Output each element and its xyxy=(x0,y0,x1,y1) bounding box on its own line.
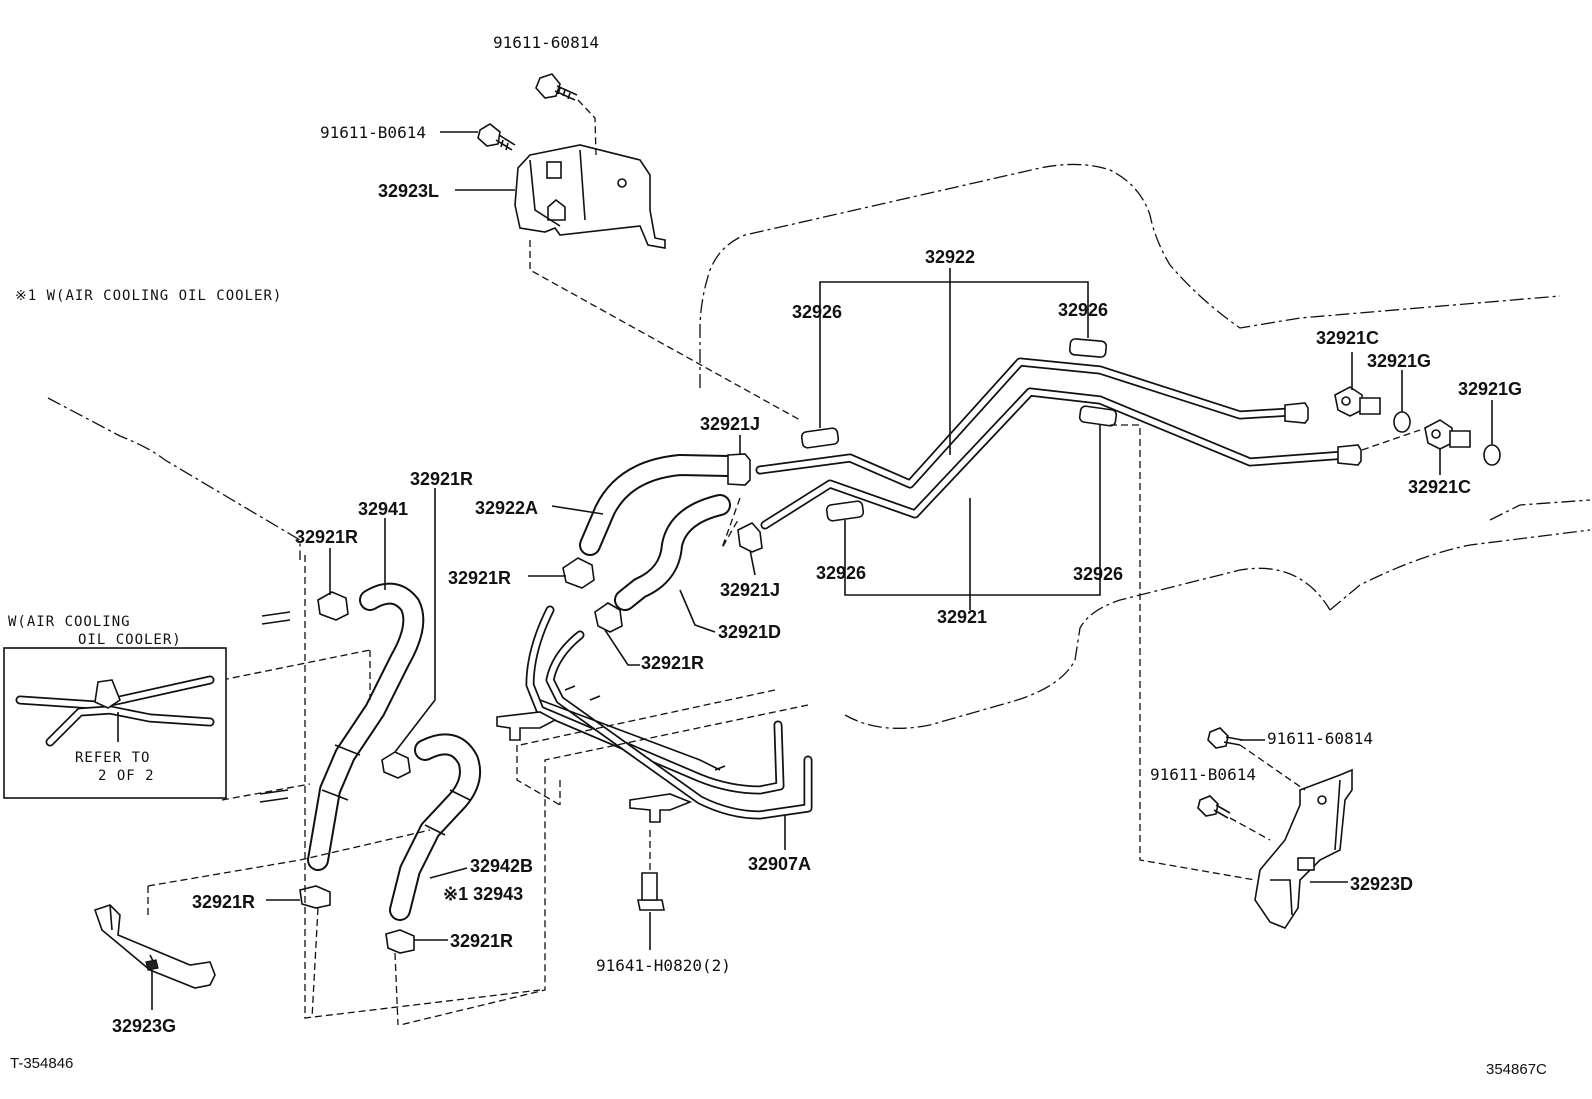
label-inset-title-2: OIL COOLER) xyxy=(78,632,182,648)
clamp-32921r-bottom-left xyxy=(299,885,331,909)
bracket-32921 xyxy=(844,425,1101,610)
label-hose-32943: ※1 32943 xyxy=(443,884,523,904)
label-hose-32942b: 32942B xyxy=(470,856,533,876)
label-clamp-32921j-bottom: 32921J xyxy=(720,580,780,600)
label-grommet-32926-d: 32926 xyxy=(816,563,866,583)
grommet-32926-d xyxy=(825,500,865,522)
label-bolt-60814-right: 91611-60814 xyxy=(1267,729,1373,748)
gasket-32921g-b xyxy=(1483,444,1501,466)
label-clamp-32921j-top: 32921J xyxy=(700,414,760,434)
bolt-60814-right xyxy=(1207,727,1243,749)
leader-clamp-j xyxy=(721,497,741,549)
label-tube-32921: 32921 xyxy=(937,607,987,627)
hose-32922a xyxy=(579,454,739,556)
label-pipe-32907a: 32907A xyxy=(748,854,811,874)
bolt-h0820 xyxy=(637,872,665,911)
leader-32921d xyxy=(679,589,716,633)
tube-32921 xyxy=(760,387,1362,530)
clamp-32921j-bottom xyxy=(737,522,763,553)
bolt-b0614-right xyxy=(1197,795,1231,819)
dash-rail-outline xyxy=(399,689,809,1026)
leader-32921j-bottom xyxy=(749,549,756,576)
clamp-32921j-top xyxy=(727,453,751,486)
label-bracket-32923g: 32923G xyxy=(112,1016,176,1036)
leader-32921r-lower-mid xyxy=(604,629,640,666)
bolt-60814-top xyxy=(535,73,578,101)
engine-outline xyxy=(47,163,1591,729)
hose-32921d xyxy=(614,494,731,611)
label-inset-title-1: W(AIR COOLING xyxy=(8,614,131,630)
label-grommet-32926-b: 32926 xyxy=(1058,300,1108,320)
label-union-32921c-bottom: 32921C xyxy=(1408,477,1471,497)
union-32921c-top xyxy=(1334,386,1381,417)
label-tube-32922: 32922 xyxy=(925,247,975,267)
label-bolt-60814-top: 91611-60814 xyxy=(493,33,599,52)
gasket-32921g-a xyxy=(1393,411,1411,433)
leader-32922a xyxy=(551,505,604,515)
tube-32922 xyxy=(755,357,1309,489)
bracket-32923g xyxy=(93,904,216,989)
inset-box xyxy=(3,647,227,799)
grommet-32926-b xyxy=(1068,338,1108,358)
label-bolt-h0820: 91641-H0820(2) xyxy=(596,956,731,975)
leader-bolt-top xyxy=(577,99,597,156)
label-hose-32941: 32941 xyxy=(358,499,408,519)
leader-union-dash xyxy=(1361,429,1421,451)
label-clamp-32921r-bottom-left: 32921R xyxy=(192,892,255,912)
leader-32942b xyxy=(429,867,468,879)
bolt-b0614-top xyxy=(477,123,516,151)
label-clamp-32921r-top-center: 32921R xyxy=(410,469,473,489)
hose-32942b-32943 xyxy=(389,733,481,921)
footer-left-code: T-354846 xyxy=(10,1055,73,1072)
grommet-32926-c xyxy=(1078,405,1118,427)
label-hose-32921d: 32921D xyxy=(718,622,781,642)
label-inset-refer-2: 2 OF 2 xyxy=(98,768,155,784)
label-inset-refer-1: REFER TO xyxy=(75,750,150,766)
label-bracket-32923d: 32923D xyxy=(1350,874,1413,894)
label-grommet-32926-c: 32926 xyxy=(1073,564,1123,584)
footer-right-code: 354867C xyxy=(1486,1061,1547,1078)
label-clamp-32921r-mid: 32921R xyxy=(448,568,511,588)
label-clamp-32921r-bottom: 32921R xyxy=(450,931,513,951)
bracket-32923d xyxy=(1254,768,1353,929)
dash-inset-links xyxy=(221,649,371,801)
hose-32941 xyxy=(307,582,425,871)
label-note-air-cooling: ※1 W(AIR COOLING OIL COOLER) xyxy=(15,288,282,304)
mounting-rail xyxy=(496,685,726,823)
label-bolt-b0614-top: 91611-B0614 xyxy=(320,123,426,142)
label-gasket-32921g-b: 32921G xyxy=(1458,379,1522,399)
clamp-32921r-left xyxy=(317,591,349,621)
label-hose-32922a: 32922A xyxy=(475,498,538,518)
label-union-32921c-top: 32921C xyxy=(1316,328,1379,348)
clamp-32921r-mid xyxy=(562,557,595,589)
pipe-stubs-left xyxy=(259,611,291,803)
dash-right-bracket-line xyxy=(1110,424,1256,881)
clamp-32921r-top-center xyxy=(381,751,411,779)
bracket-32923l xyxy=(514,144,666,249)
bracket-32922 xyxy=(819,268,1089,455)
clamp-32921r-bottom xyxy=(385,929,415,954)
label-grommet-32926-a: 32926 xyxy=(792,302,842,322)
union-32921c-bottom xyxy=(1424,419,1471,450)
label-bolt-b0614-right: 91611-B0614 xyxy=(1150,765,1256,784)
grommet-32926-a xyxy=(800,427,840,449)
leader-32921r-top-center xyxy=(394,488,436,753)
dash-right-bolts xyxy=(1229,744,1306,841)
label-clamp-32921r-lower-mid: 32921R xyxy=(641,653,704,673)
label-clamp-32921r-left: 32921R xyxy=(295,527,358,547)
leader-bracket-l xyxy=(529,240,801,421)
label-bracket-32923l: 32923L xyxy=(378,181,439,201)
label-gasket-32921g-a: 32921G xyxy=(1367,351,1431,371)
clamp-32921r-lower-mid xyxy=(594,602,623,633)
dash-left-guides xyxy=(147,555,541,1026)
